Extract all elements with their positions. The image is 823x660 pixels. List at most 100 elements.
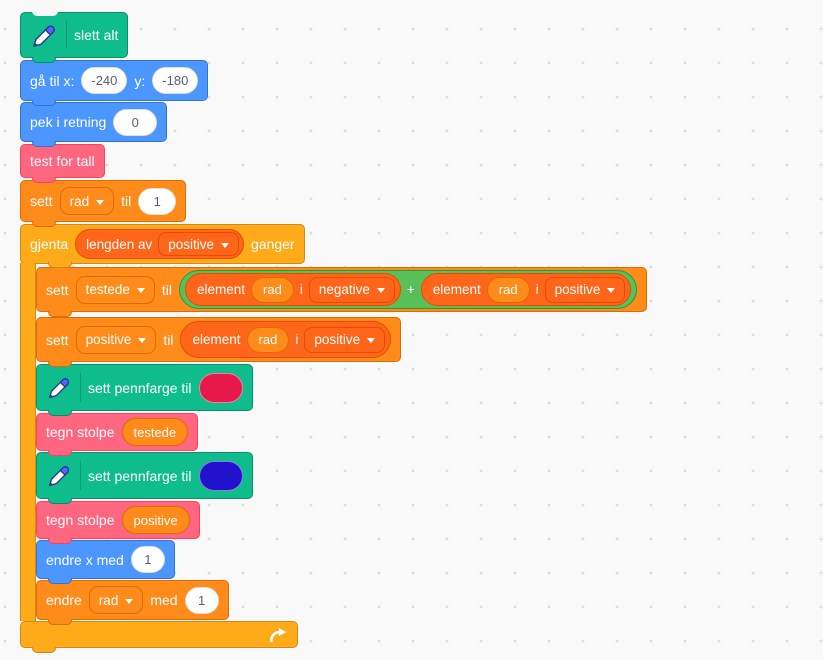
block-change-variable-rad[interactable]: endre rad med 1: [36, 580, 229, 620]
length-of-reporter[interactable]: lengden av positive: [75, 229, 244, 259]
pen-color-swatch[interactable]: [198, 372, 243, 403]
variable-dropdown[interactable]: positive: [75, 325, 157, 354]
block-bump: [32, 647, 56, 653]
block-bump: [48, 498, 72, 504]
block-bump: [32, 221, 56, 227]
block-set-variable-positive[interactable]: sett positive til element rad i positive: [36, 317, 402, 362]
block-set-pen-color-blue[interactable]: sett pennfarge til: [36, 452, 253, 499]
pen-icon: [46, 374, 73, 401]
block-label: sett pennfarge til: [88, 379, 192, 396]
block-set-variable-rad[interactable]: sett rad til 1: [20, 180, 187, 222]
reporter-label: i: [295, 332, 299, 347]
reporter-label: i: [299, 282, 303, 297]
dropdown-value: positive: [85, 332, 132, 347]
reporter-label: i: [535, 282, 539, 297]
reporter-label: element: [192, 332, 241, 347]
operator-label: +: [406, 282, 415, 297]
block-change-x-by[interactable]: endre x med 1: [36, 540, 175, 579]
list-dropdown[interactable]: positive: [158, 232, 239, 256]
value-input[interactable]: 1: [130, 546, 165, 573]
reporter-label: lengden av: [86, 236, 153, 252]
block-label: sett: [30, 193, 53, 209]
block-set-variable-testede[interactable]: sett testede til element rad i negative …: [36, 267, 648, 312]
dropdown-value: rad: [98, 592, 119, 608]
loop-arrow-icon: [268, 627, 288, 643]
x-input[interactable]: -240: [81, 67, 128, 94]
dropdown-chevron-icon: [376, 288, 385, 293]
dropdown-value: positive: [314, 332, 361, 347]
block-point-in-direction[interactable]: pek i retning 0: [20, 102, 168, 142]
reporter-label: element: [432, 282, 481, 297]
direction-input[interactable]: 0: [113, 108, 158, 136]
dropdown-chevron-icon: [125, 598, 134, 604]
divider: [66, 20, 67, 50]
block-bump: [48, 450, 72, 456]
pen-icon: [30, 21, 59, 50]
block-label: til: [163, 331, 174, 348]
variable-reporter-testede[interactable]: testede: [121, 418, 189, 446]
item-of-reporter[interactable]: element rad i positive: [180, 321, 392, 358]
block-bump: [48, 311, 72, 317]
block-label: tegn stolpe: [46, 424, 115, 440]
block-label: pek i retning: [30, 114, 107, 130]
list-dropdown[interactable]: negative: [308, 276, 395, 303]
block-goto-xy[interactable]: gå til x: -240 y: -180: [20, 60, 209, 101]
value-input[interactable]: 1: [184, 586, 219, 614]
dropdown-chevron-icon: [96, 199, 105, 205]
block-repeat[interactable]: gjenta lengden av positive ganger: [20, 224, 305, 264]
variable-reporter-rad[interactable]: rad: [246, 326, 290, 353]
block-label: endre: [46, 592, 82, 608]
block-label: test for tall: [30, 153, 95, 169]
variable-dropdown[interactable]: rad: [59, 187, 115, 215]
variable-dropdown[interactable]: testede: [75, 275, 155, 304]
block-label: slett alt: [74, 27, 119, 43]
y-input[interactable]: -180: [152, 67, 199, 94]
block-label: gjenta: [30, 236, 69, 252]
plus-operator[interactable]: element rad i negative + element rad i p…: [179, 270, 638, 309]
block-call-tegn-stolpe-testede[interactable]: tegn stolpe testede: [36, 413, 199, 451]
block-bump: [48, 538, 72, 544]
item-of-reporter[interactable]: element rad i positive: [420, 273, 632, 306]
block-label: til: [121, 193, 132, 209]
dropdown-value: positive: [168, 236, 214, 252]
block-bump: [48, 578, 72, 584]
stack-top-notch: [32, 11, 58, 16]
block-label: gå til x:: [30, 72, 75, 89]
dropdown-value: testede: [85, 282, 130, 297]
variable-dropdown[interactable]: rad: [88, 586, 144, 614]
block-call-test-for-tall[interactable]: test for tall: [20, 144, 105, 178]
variable-reporter-rad[interactable]: rad: [251, 276, 294, 303]
dropdown-chevron-icon: [221, 242, 229, 248]
list-dropdown[interactable]: positive: [544, 276, 626, 303]
block-label: ganger: [251, 236, 295, 252]
block-label: med: [150, 592, 178, 608]
block-label: sett pennfarge til: [88, 467, 192, 484]
block-call-tegn-stolpe-positive[interactable]: tegn stolpe positive: [36, 501, 200, 539]
divider: [80, 461, 81, 490]
variable-reporter-positive[interactable]: positive: [121, 506, 190, 534]
block-label: y:: [134, 72, 146, 89]
block-bump: [32, 100, 56, 106]
list-dropdown[interactable]: positive: [304, 326, 386, 353]
dropdown-chevron-icon: [136, 288, 145, 293]
block-bump: [48, 619, 72, 625]
pen-color-swatch[interactable]: [198, 460, 243, 491]
dropdown-chevron-icon: [607, 288, 616, 293]
block-label: endre x med: [46, 551, 124, 568]
block-pen-erase-all[interactable]: slett alt: [20, 12, 129, 58]
block-bump: [32, 141, 56, 147]
reporter-label: element: [197, 282, 246, 297]
dropdown-value: positive: [554, 282, 601, 297]
block-bump: [32, 177, 56, 183]
item-of-reporter[interactable]: element rad i negative: [185, 273, 401, 306]
block-set-pen-color-red[interactable]: sett pennfarge til: [36, 364, 253, 411]
variable-reporter-rad[interactable]: rad: [486, 276, 530, 303]
pen-icon: [46, 462, 73, 489]
repeat-loop-arm[interactable]: [20, 263, 36, 621]
value-input[interactable]: 1: [138, 187, 177, 215]
block-label: sett: [46, 281, 69, 298]
repeat-loop-foot[interactable]: [20, 621, 298, 648]
block-label: sett: [46, 331, 69, 348]
dropdown-value: rad: [69, 193, 90, 209]
